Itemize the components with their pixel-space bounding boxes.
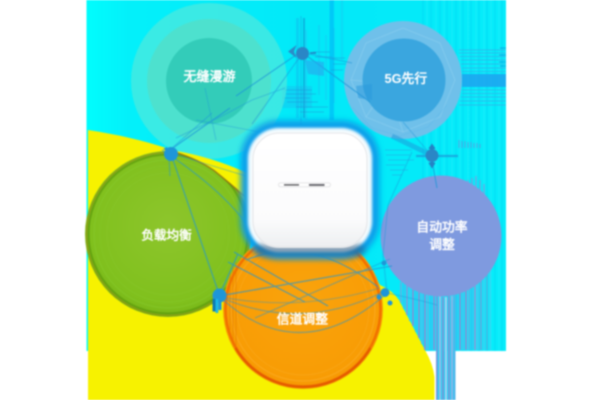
svg-text:5G先行: 5G先行 [384,71,427,86]
svg-text:信道调整: 信道调整 [277,312,328,327]
svg-text:自动功率: 自动功率 [416,220,467,235]
svg-text:负载均衡: 负载均衡 [141,228,192,243]
svg-text:无缝漫游: 无缝漫游 [182,69,235,84]
svg-text:调整: 调整 [429,237,455,252]
